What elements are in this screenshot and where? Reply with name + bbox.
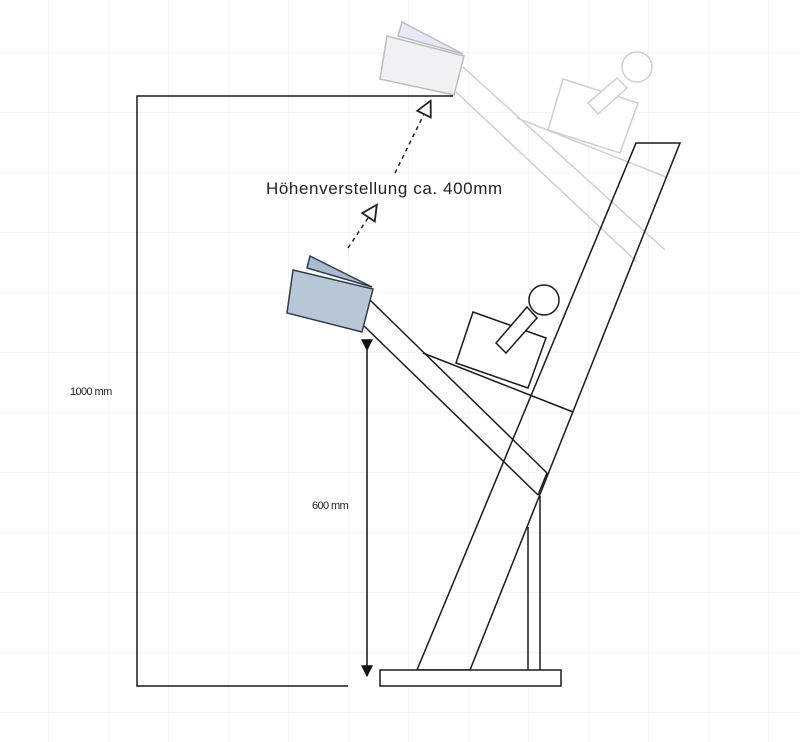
joystick xyxy=(494,305,539,355)
base-plate xyxy=(379,669,562,687)
arm-upper xyxy=(369,299,548,474)
height-frame xyxy=(136,95,453,687)
raised-joystick xyxy=(586,76,629,116)
raised-book-front xyxy=(379,35,465,96)
seat-height-label: 600 mm xyxy=(312,500,349,512)
arm-lower xyxy=(362,324,539,496)
raised-position-ghost xyxy=(379,20,667,263)
total-height-label: 1000 mm xyxy=(70,386,112,398)
lowered-position xyxy=(286,254,574,496)
book-back xyxy=(306,254,373,288)
height-adjust-label: Höhenverstellung ca. 400mm xyxy=(266,179,503,198)
seat-support xyxy=(422,352,574,413)
joystick-knob xyxy=(528,284,560,316)
adjustment-arrows xyxy=(347,102,430,249)
book-front xyxy=(286,269,374,333)
raised-joystick-knob xyxy=(621,51,653,83)
stand xyxy=(379,142,682,687)
raised-book-back xyxy=(397,20,464,55)
